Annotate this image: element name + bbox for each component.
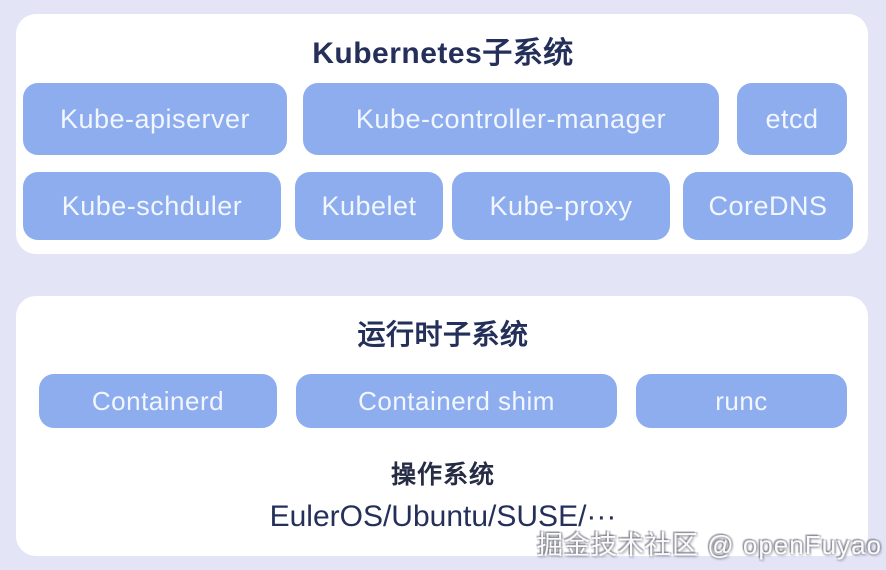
kube-apiserver-box: Kube-apiserver [23,83,287,155]
runc-box: runc [636,374,847,428]
kubelet-box: Kubelet [295,172,443,240]
runtime-subsystem-title: 运行时子系统 [357,319,529,350]
operating-system-title: 操作系统 [390,461,495,489]
kubernetes-subsystem-title: Kubernetes子系统 [312,37,574,70]
containerd-box: Containerd [39,374,277,428]
kube-controller-manager-box: Kube-controller-manager [303,83,719,155]
etcd-box: etcd [737,83,847,155]
containerd-shim-box: Containerd shim [296,374,617,428]
kube-proxy-box: Kube-proxy [452,172,670,240]
kube-scheduler-box: Kube-schduler [23,172,281,240]
operating-system-distros: EulerOS/Ubuntu/SUSE/··· [269,500,617,533]
watermark: 掘金技术社区 @ openFuyao [537,530,882,560]
coredns-box: CoreDNS [683,172,853,240]
